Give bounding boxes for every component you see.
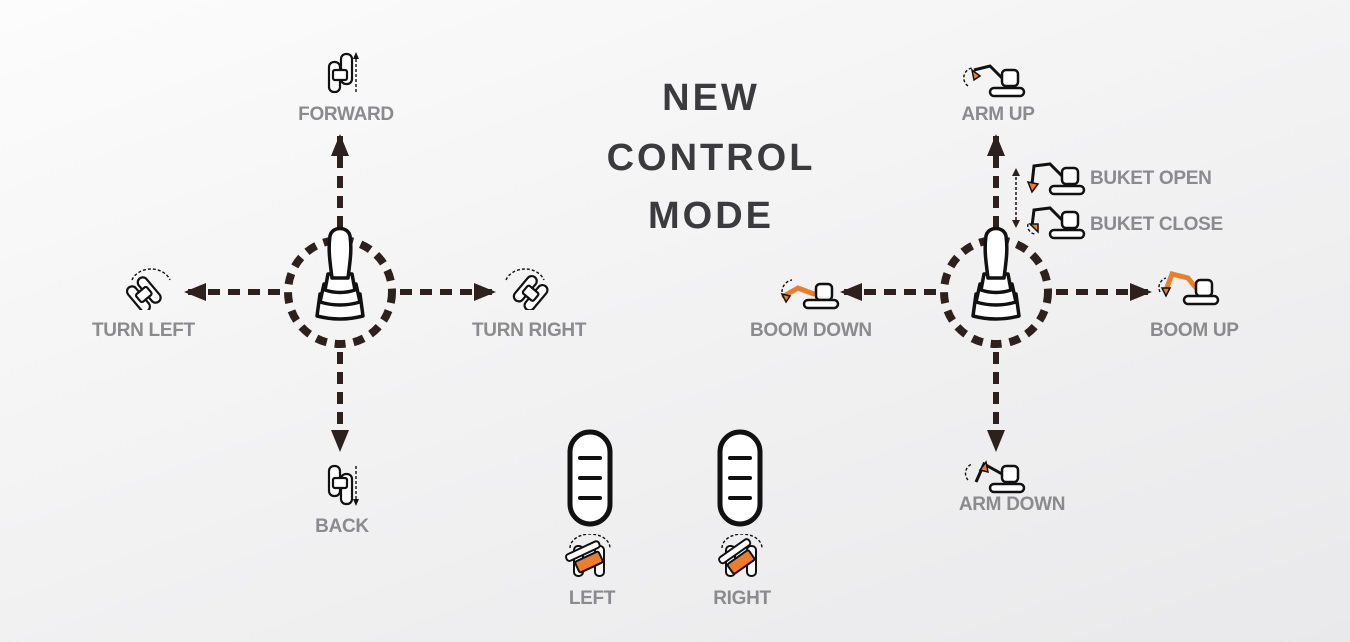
- label-boom-down: BOOM DOWN: [750, 320, 872, 341]
- track-turn-right-icon: [505, 268, 549, 310]
- label-arm-up: ARM UP: [961, 104, 1035, 125]
- label-bucket-open: BUKET OPEN: [1090, 168, 1212, 189]
- title-line-1: NEW: [662, 77, 760, 119]
- label-pedal-left: LEFT: [568, 588, 616, 609]
- title-line-3: MODE: [648, 195, 774, 237]
- label-bucket-close: BUKET CLOSE: [1090, 214, 1223, 235]
- right-joystick-ring: [940, 236, 1052, 348]
- label-turn-left: TURN LEFT: [92, 320, 195, 341]
- left-pedal: [567, 429, 613, 527]
- excavator-boom-up-icon: [1158, 271, 1220, 306]
- excavator-boom-down-icon: [780, 279, 840, 310]
- left-joystick-icon: [315, 226, 365, 321]
- label-back: BACK: [315, 516, 369, 537]
- excavator-bucket-open-icon: [1026, 162, 1086, 196]
- pedal-right-track-icon: [718, 534, 763, 577]
- left-joystick-ring: [284, 236, 396, 348]
- excavator-arm-down-icon: [964, 460, 1026, 494]
- pedal-left-track-icon: [565, 534, 611, 577]
- excavator-arm-up-icon: [963, 64, 1026, 98]
- bucket-open-close-arrow: [1012, 168, 1020, 228]
- title-line-2: CONTROL: [606, 137, 816, 179]
- excavator-bucket-close-icon: [1027, 206, 1086, 240]
- right-joystick-icon: [971, 226, 1021, 321]
- label-pedal-right: RIGHT: [713, 588, 771, 609]
- track-forward-icon: [327, 52, 359, 94]
- label-turn-right: TURN RIGHT: [472, 320, 587, 341]
- label-forward: FORWARD: [298, 104, 394, 125]
- right-pedal: [717, 429, 763, 527]
- track-turn-left-icon: [125, 268, 171, 310]
- label-arm-down: ARM DOWN: [958, 494, 1066, 515]
- label-boom-up: BOOM UP: [1150, 320, 1239, 341]
- track-back-icon: [327, 464, 359, 506]
